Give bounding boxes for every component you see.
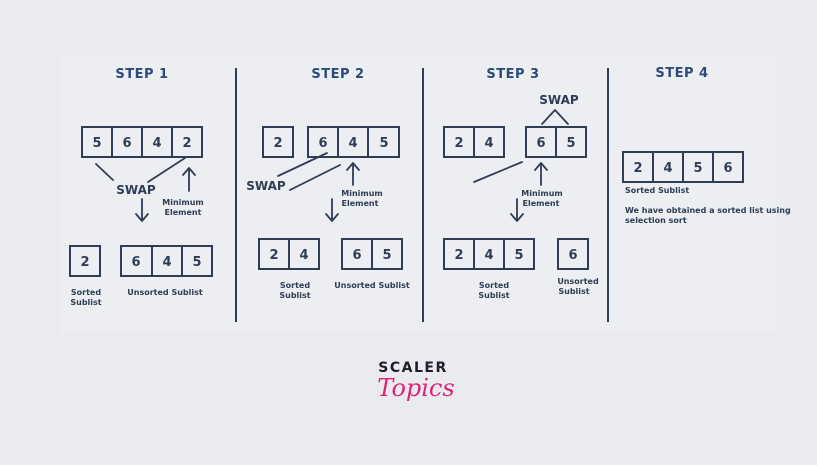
array-cell [473, 126, 505, 158]
conclusion-line-2: selection sort [625, 216, 687, 225]
swap-label: SWAP [539, 93, 579, 107]
step-1-unsorted-array: 6 4 5 [120, 245, 213, 277]
unsorted-label: Unsorted Sublist [127, 288, 203, 297]
array-cell-value: 6 [723, 161, 732, 176]
step-1-title: STEP 1 [115, 67, 168, 82]
step-3-unsorted-array: 6 [557, 238, 589, 270]
step-2: STEP 2 2 6 4 5 SWAP Minimum Element [246, 67, 410, 300]
array-cell-value: 4 [348, 136, 357, 151]
up-arrow-icon [346, 162, 360, 186]
array-cell [555, 126, 587, 158]
step-3-top-array: 2 4 6 5 [443, 126, 587, 158]
array-cell-value: 2 [454, 136, 463, 151]
array-cell [262, 126, 294, 158]
swap-line-left [95, 163, 114, 181]
array-cell-value: 4 [299, 248, 308, 263]
down-arrow-icon [325, 198, 339, 222]
swap-label: SWAP [246, 179, 286, 193]
element-label: Element [342, 199, 379, 208]
array-cell-value: 2 [269, 248, 278, 263]
array-cell-value: 4 [484, 136, 493, 151]
array-cell [557, 238, 589, 270]
step-4-sorted-array: 2 4 5 6 [622, 151, 744, 183]
step-2-sorted-array: 2 4 [258, 238, 320, 270]
array-cell-value: 2 [454, 248, 463, 263]
array-cell-value: 5 [514, 248, 523, 263]
array-cell [69, 245, 101, 277]
swap-line-lower [289, 164, 341, 191]
up-arrow-icon [534, 162, 548, 186]
down-arrow-icon [510, 198, 524, 222]
array-cell-value: 5 [566, 136, 575, 151]
minimum-label: Minimum [341, 189, 383, 198]
down-arrow-icon [135, 198, 149, 222]
array-cell-value: 6 [568, 248, 577, 263]
step-4-title: STEP 4 [655, 66, 708, 81]
sublist-label: Sublist [478, 291, 509, 300]
scaler-topics-logo: SCALER Topics [368, 360, 458, 422]
array-cell-value: 2 [273, 136, 282, 151]
sorted-label: Sorted [71, 288, 101, 297]
array-cell [288, 238, 320, 270]
array-cell [503, 238, 535, 270]
sublist-label: Sublist [70, 298, 101, 307]
array-cell-value: 4 [162, 255, 171, 270]
sorted-sublist-label: Sorted Sublist [625, 186, 689, 195]
conclusion-line-1: We have obtained a sorted list using [625, 206, 791, 215]
array-cell [181, 245, 213, 277]
array-cell-value: 5 [693, 161, 702, 176]
step-3: STEP 3 SWAP 2 4 6 5 Minimum Element [443, 67, 599, 300]
up-arrow-icon [182, 167, 196, 192]
array-cell-value: 5 [379, 136, 388, 151]
element-label: Element [523, 199, 560, 208]
element-label: Element [165, 208, 202, 217]
step-2-top-array: 2 6 4 5 [262, 126, 400, 158]
array-cell-value: 6 [131, 255, 140, 270]
array-cell [712, 151, 744, 183]
divider-slash [473, 161, 523, 183]
swap-caret-icon [541, 109, 569, 125]
array-cell-value: 4 [663, 161, 672, 176]
sublist-label: Sublist [279, 291, 310, 300]
unsorted-label: Unsorted Sublist [334, 281, 410, 290]
sorted-label: Sorted [479, 281, 509, 290]
unsorted-label: Unsorted [557, 277, 599, 286]
array-cell-value: 5 [92, 136, 101, 151]
array-cell-value: 6 [318, 136, 327, 151]
sublist-label: Sublist [558, 287, 589, 296]
array-cell [171, 126, 203, 158]
array-cell-value: 2 [633, 161, 642, 176]
step-1: STEP 1 5 6 4 2 SWAP Minimum Element 2 [69, 67, 213, 307]
array-cell [371, 238, 403, 270]
logo-wordmark-top: SCALER [378, 360, 448, 376]
array-cell-value: 6 [352, 248, 361, 263]
diagram-panel [60, 55, 776, 333]
array-cell-value: 2 [182, 136, 191, 151]
array-cell-value: 6 [536, 136, 545, 151]
logo-wordmark-bottom: Topics [377, 374, 455, 402]
array-cell [367, 126, 400, 158]
step-3-sorted-array: 2 4 5 [443, 238, 535, 270]
array-cell-value: 4 [484, 248, 493, 263]
array-cell-value: 2 [80, 255, 89, 270]
array-cell-value: 5 [192, 255, 201, 270]
step-1-sorted-array: 2 [69, 245, 101, 277]
step-3-title: STEP 3 [486, 67, 539, 82]
array-cell-value: 4 [152, 136, 161, 151]
minimum-label: Minimum [521, 189, 563, 198]
step-1-top-array: 5 6 4 2 [81, 126, 203, 158]
swap-label: SWAP [116, 183, 156, 197]
sorted-label: Sorted [280, 281, 310, 290]
step-2-title: STEP 2 [311, 67, 364, 82]
array-cell-value: 6 [122, 136, 131, 151]
swap-line-right [147, 157, 186, 183]
swap-line-upper [277, 152, 328, 177]
step-2-unsorted-array: 6 5 [341, 238, 403, 270]
minimum-label: Minimum [162, 198, 204, 207]
step-4: STEP 4 2 4 5 6 Sorted Sublist We have ob… [622, 66, 791, 225]
array-cell-value: 5 [382, 248, 391, 263]
